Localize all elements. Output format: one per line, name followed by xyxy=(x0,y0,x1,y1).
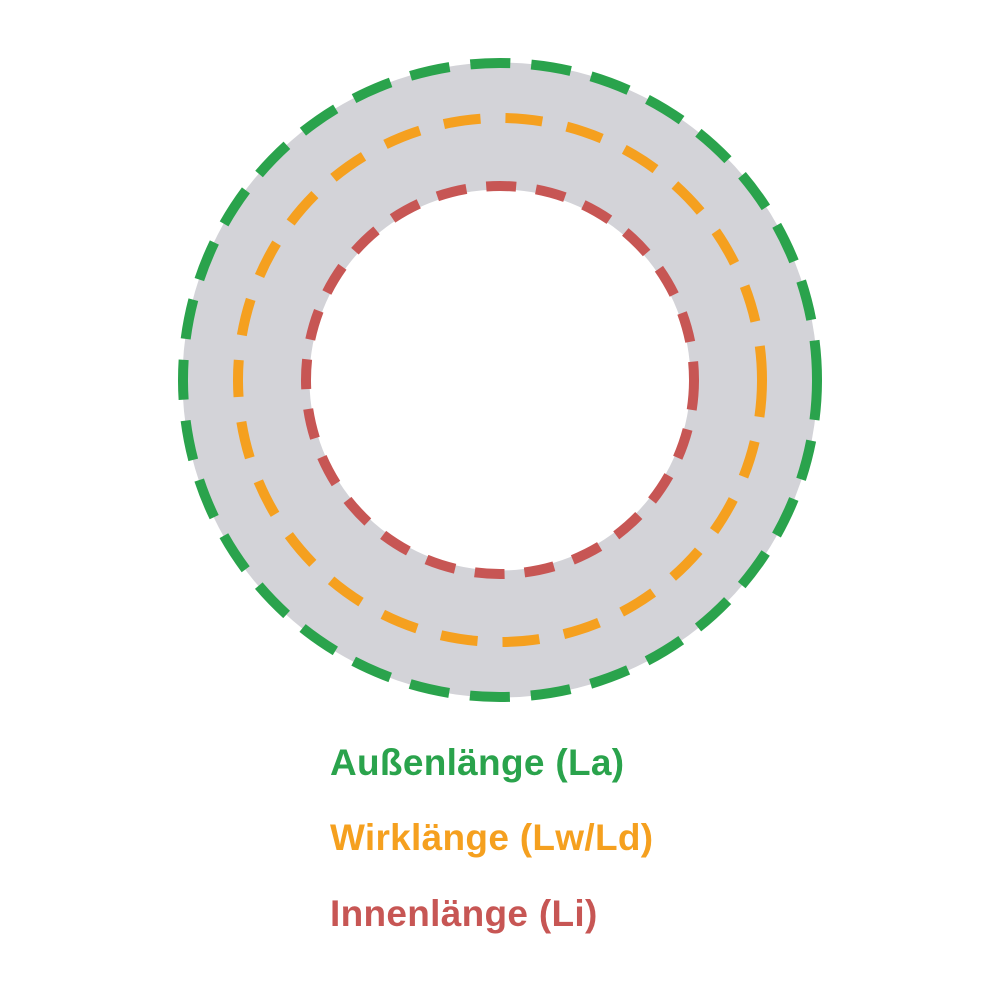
legend-outer-length: Außenlänge (La) xyxy=(330,742,625,783)
belt-ring xyxy=(182,62,818,698)
legend-inner-length: Innenlänge (Li) xyxy=(330,892,598,934)
effective-length-circle xyxy=(233,113,767,647)
legend: Außenlänge (La) Wirklänge (Lw/Ld) Innenl… xyxy=(330,740,653,937)
outer-length-circle xyxy=(178,58,822,702)
belt-diagram-graphic xyxy=(178,58,822,702)
inner-length-circle xyxy=(301,181,699,579)
legend-effective-length: Wirklänge (Lw/Ld) xyxy=(330,817,654,859)
